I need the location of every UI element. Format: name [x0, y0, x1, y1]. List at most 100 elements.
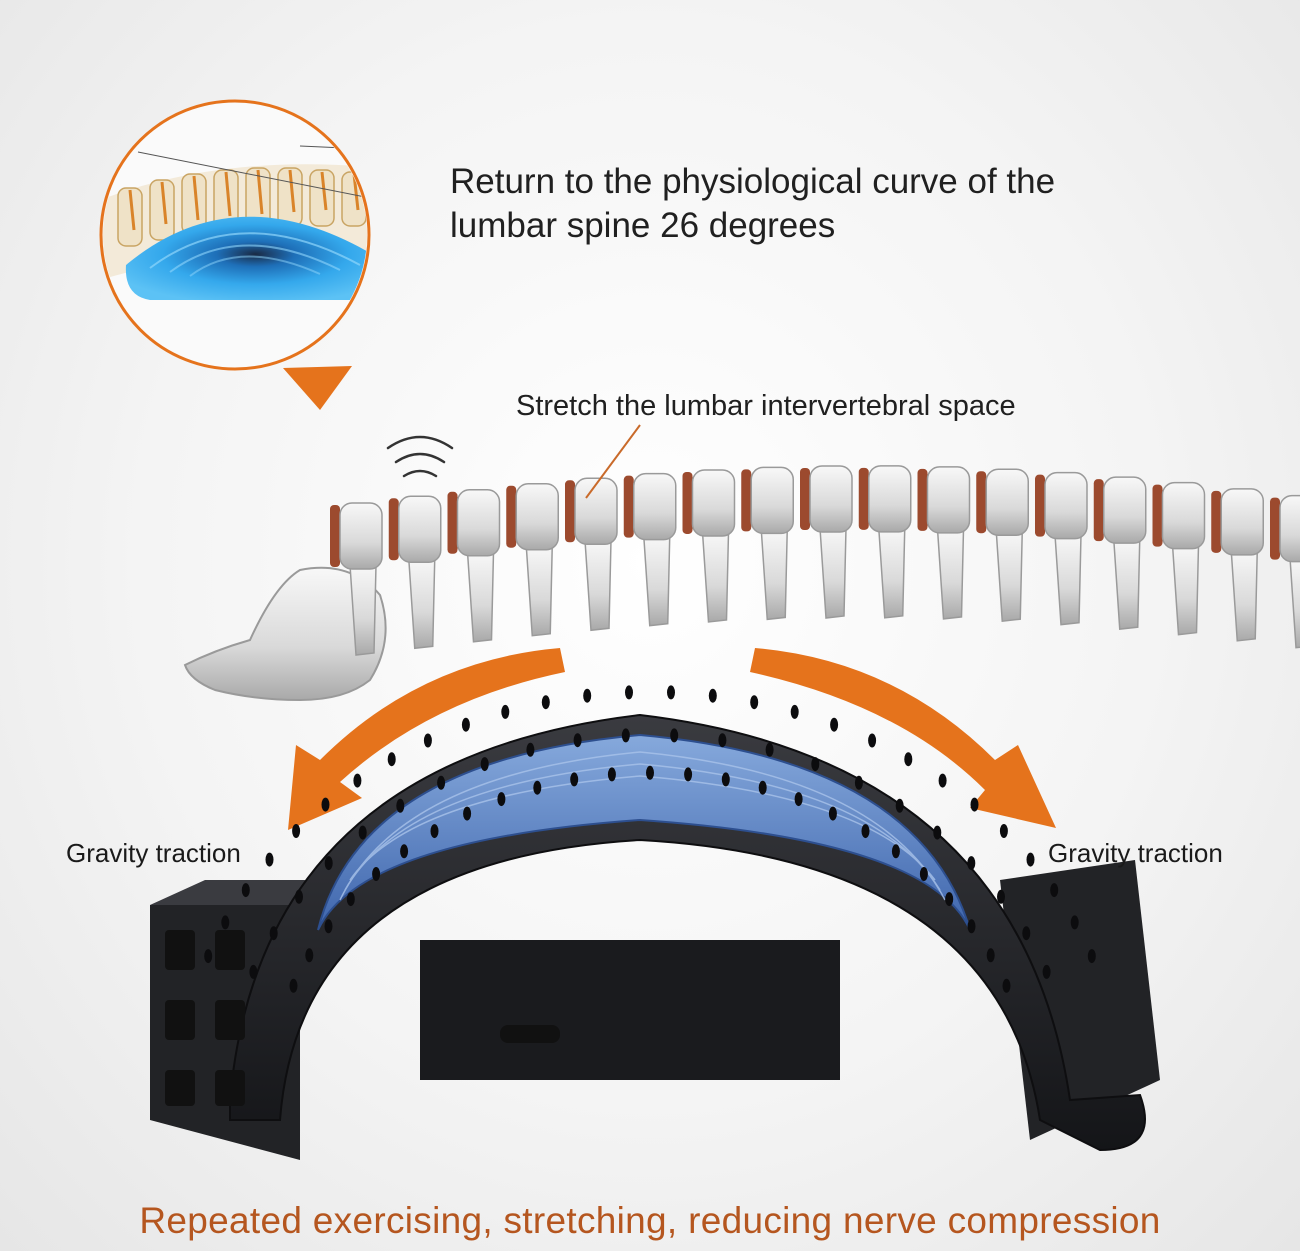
- spike: [758, 780, 767, 795]
- vertebra: [330, 502, 383, 656]
- vertebra: [1152, 481, 1206, 636]
- spike: [708, 688, 717, 703]
- spike: [1042, 964, 1051, 979]
- spike: [891, 844, 900, 859]
- spike: [945, 892, 954, 907]
- spike: [607, 767, 616, 782]
- spike: [721, 772, 730, 787]
- callout-leader-line: [585, 424, 641, 499]
- spike: [346, 892, 355, 907]
- spike: [667, 685, 675, 700]
- headline-line-1: Return to the physiological curve of the: [450, 162, 1056, 201]
- spike: [400, 844, 409, 859]
- spike: [997, 889, 1005, 904]
- sacrum: [183, 566, 387, 702]
- spike: [1026, 852, 1035, 867]
- spike: [895, 798, 904, 813]
- back-stretcher: [150, 685, 1160, 1160]
- zoom-pointer: [283, 366, 352, 410]
- spike: [1002, 978, 1011, 993]
- gravity-arrows: [288, 648, 1056, 830]
- headline: Return to the physiological curve of the…: [450, 160, 1210, 248]
- spike: [265, 852, 274, 867]
- spike: [670, 728, 679, 743]
- spike: [684, 767, 693, 782]
- spike: [970, 797, 979, 812]
- spike: [372, 867, 381, 881]
- spike: [295, 889, 303, 904]
- vertebra: [800, 465, 853, 619]
- spike: [204, 949, 213, 964]
- spike: [811, 757, 820, 772]
- vertebra: [1270, 494, 1300, 649]
- spike: [324, 856, 333, 871]
- spike: [919, 867, 928, 881]
- spike: [999, 824, 1008, 838]
- spine: [183, 424, 1300, 702]
- vertebra: [917, 466, 971, 620]
- spike: [461, 717, 470, 732]
- spike: [289, 978, 298, 993]
- spike: [533, 780, 542, 795]
- spike: [526, 742, 535, 757]
- spike: [765, 742, 774, 757]
- spike: [387, 752, 396, 767]
- spike: [750, 695, 759, 710]
- spike: [861, 824, 870, 839]
- spike: [292, 824, 301, 838]
- spike: [353, 773, 362, 788]
- vertebra: [1093, 476, 1147, 630]
- vertebra: [1211, 488, 1264, 642]
- spike: [794, 792, 803, 807]
- headline-line-2: lumbar spine 26 degrees: [450, 206, 836, 245]
- spike: [501, 704, 510, 719]
- vertebra: [682, 469, 736, 623]
- zoom-circle: [99, 99, 371, 410]
- spike: [646, 765, 654, 780]
- spike: [718, 733, 727, 748]
- spike: [790, 704, 799, 719]
- vertebra: [565, 477, 618, 632]
- spike: [324, 919, 333, 934]
- spike: [480, 757, 489, 772]
- spike: [269, 926, 278, 941]
- vertebra: [447, 489, 501, 643]
- spike: [967, 856, 976, 871]
- spike: [396, 798, 405, 813]
- spike: [967, 919, 976, 934]
- left-gravity-arrow: [288, 648, 565, 830]
- massage-spikes: [204, 685, 1096, 993]
- vertebra: [1035, 471, 1088, 626]
- spike: [221, 915, 230, 930]
- vertebra: [976, 468, 1029, 623]
- spike: [463, 806, 472, 821]
- spike: [423, 733, 432, 748]
- vertebra: [388, 495, 442, 650]
- spike: [305, 948, 314, 963]
- spike: [904, 752, 913, 767]
- spike: [437, 775, 446, 790]
- spike: [583, 688, 592, 703]
- stretch-callout: Stretch the lumbar intervertebral space: [516, 390, 1016, 422]
- vertebra: [741, 466, 794, 621]
- spike: [573, 733, 582, 748]
- gravity-traction-right-label: Gravity traction: [1048, 838, 1223, 868]
- spike: [430, 824, 439, 839]
- zoom-blue-pad: [125, 216, 367, 300]
- spike: [986, 948, 995, 963]
- vibration-waves-icon: [386, 435, 454, 478]
- spike: [1022, 926, 1031, 941]
- spike: [1050, 883, 1059, 898]
- vertebra: [858, 465, 912, 619]
- right-gravity-arrow: [750, 648, 1056, 828]
- spike: [358, 825, 367, 840]
- spike: [321, 797, 330, 812]
- gravity-traction-left-label: Gravity traction: [66, 838, 241, 868]
- spike: [1070, 915, 1079, 930]
- spike: [241, 883, 250, 898]
- spike: [933, 825, 942, 840]
- spike: [497, 792, 506, 807]
- spike: [625, 685, 633, 700]
